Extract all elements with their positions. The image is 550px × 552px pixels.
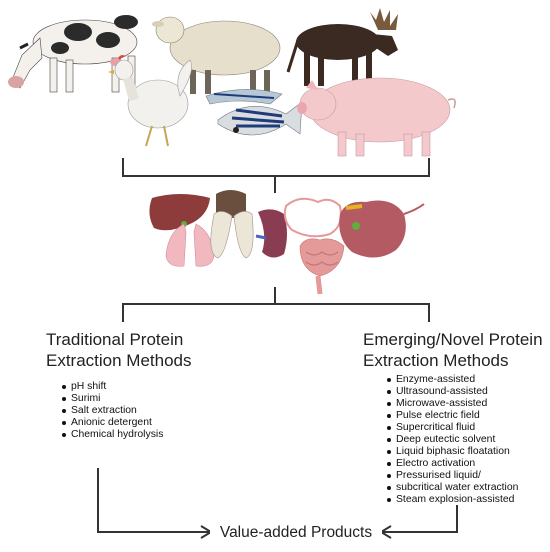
list-item: Deep eutectic solvent [386,434,518,446]
split-bracket [122,287,430,322]
kidney-icon [255,209,287,258]
emerging-title-line1: Emerging/Novel Protein [363,330,543,349]
emerging-title-line2: Extraction Methods [363,351,509,370]
sheep-icon [152,16,281,94]
list-item: subcritical water extraction [386,482,518,494]
list-item: Electro activation [386,458,518,470]
thymus-icon [210,190,254,259]
traditional-title-line1: Traditional Protein [46,330,184,349]
list-item: Pulse electric field [386,410,518,422]
value-added-products-label: Value-added Products [210,523,382,543]
traditional-title-line2: Extraction Methods [46,351,192,370]
lungs-icon [165,223,215,267]
source-bracket [122,158,430,193]
list-item: pH shift [61,381,163,393]
list-item: Liquid biphasic floatation [386,446,518,458]
intestine-icon [283,197,345,295]
emerging-methods-heading: Emerging/Novel Protein Extraction Method… [363,329,543,371]
list-item: Pressurised liquid/ [386,470,518,482]
list-item: Salt extraction [61,405,163,417]
moose-icon [286,8,398,86]
emerging-methods-list: Enzyme-assisted Ultrasound-assisted Micr… [386,374,518,506]
list-item: Surimi [61,393,163,405]
list-item: Steam explosion-assisted [386,494,518,506]
list-item: Ultrasound-assisted [386,386,518,398]
chicken-icon [108,55,192,147]
traditional-methods-list: pH shift Surimi Salt extraction Anionic … [61,381,163,441]
list-item: Anionic detergent [61,417,163,429]
list-item: Chemical hydrolysis [61,429,163,441]
stomach-icon [339,200,425,258]
cow-icon [8,15,138,93]
liver-icon [149,194,210,231]
traditional-methods-heading: Traditional Protein Extraction Methods [46,329,192,371]
list-item: Supercritical fluid [386,422,518,434]
list-item: Enzyme-assisted [386,374,518,386]
list-item: Microwave-assisted [386,398,518,410]
pig-icon [297,77,456,157]
fish-icon [205,89,303,136]
